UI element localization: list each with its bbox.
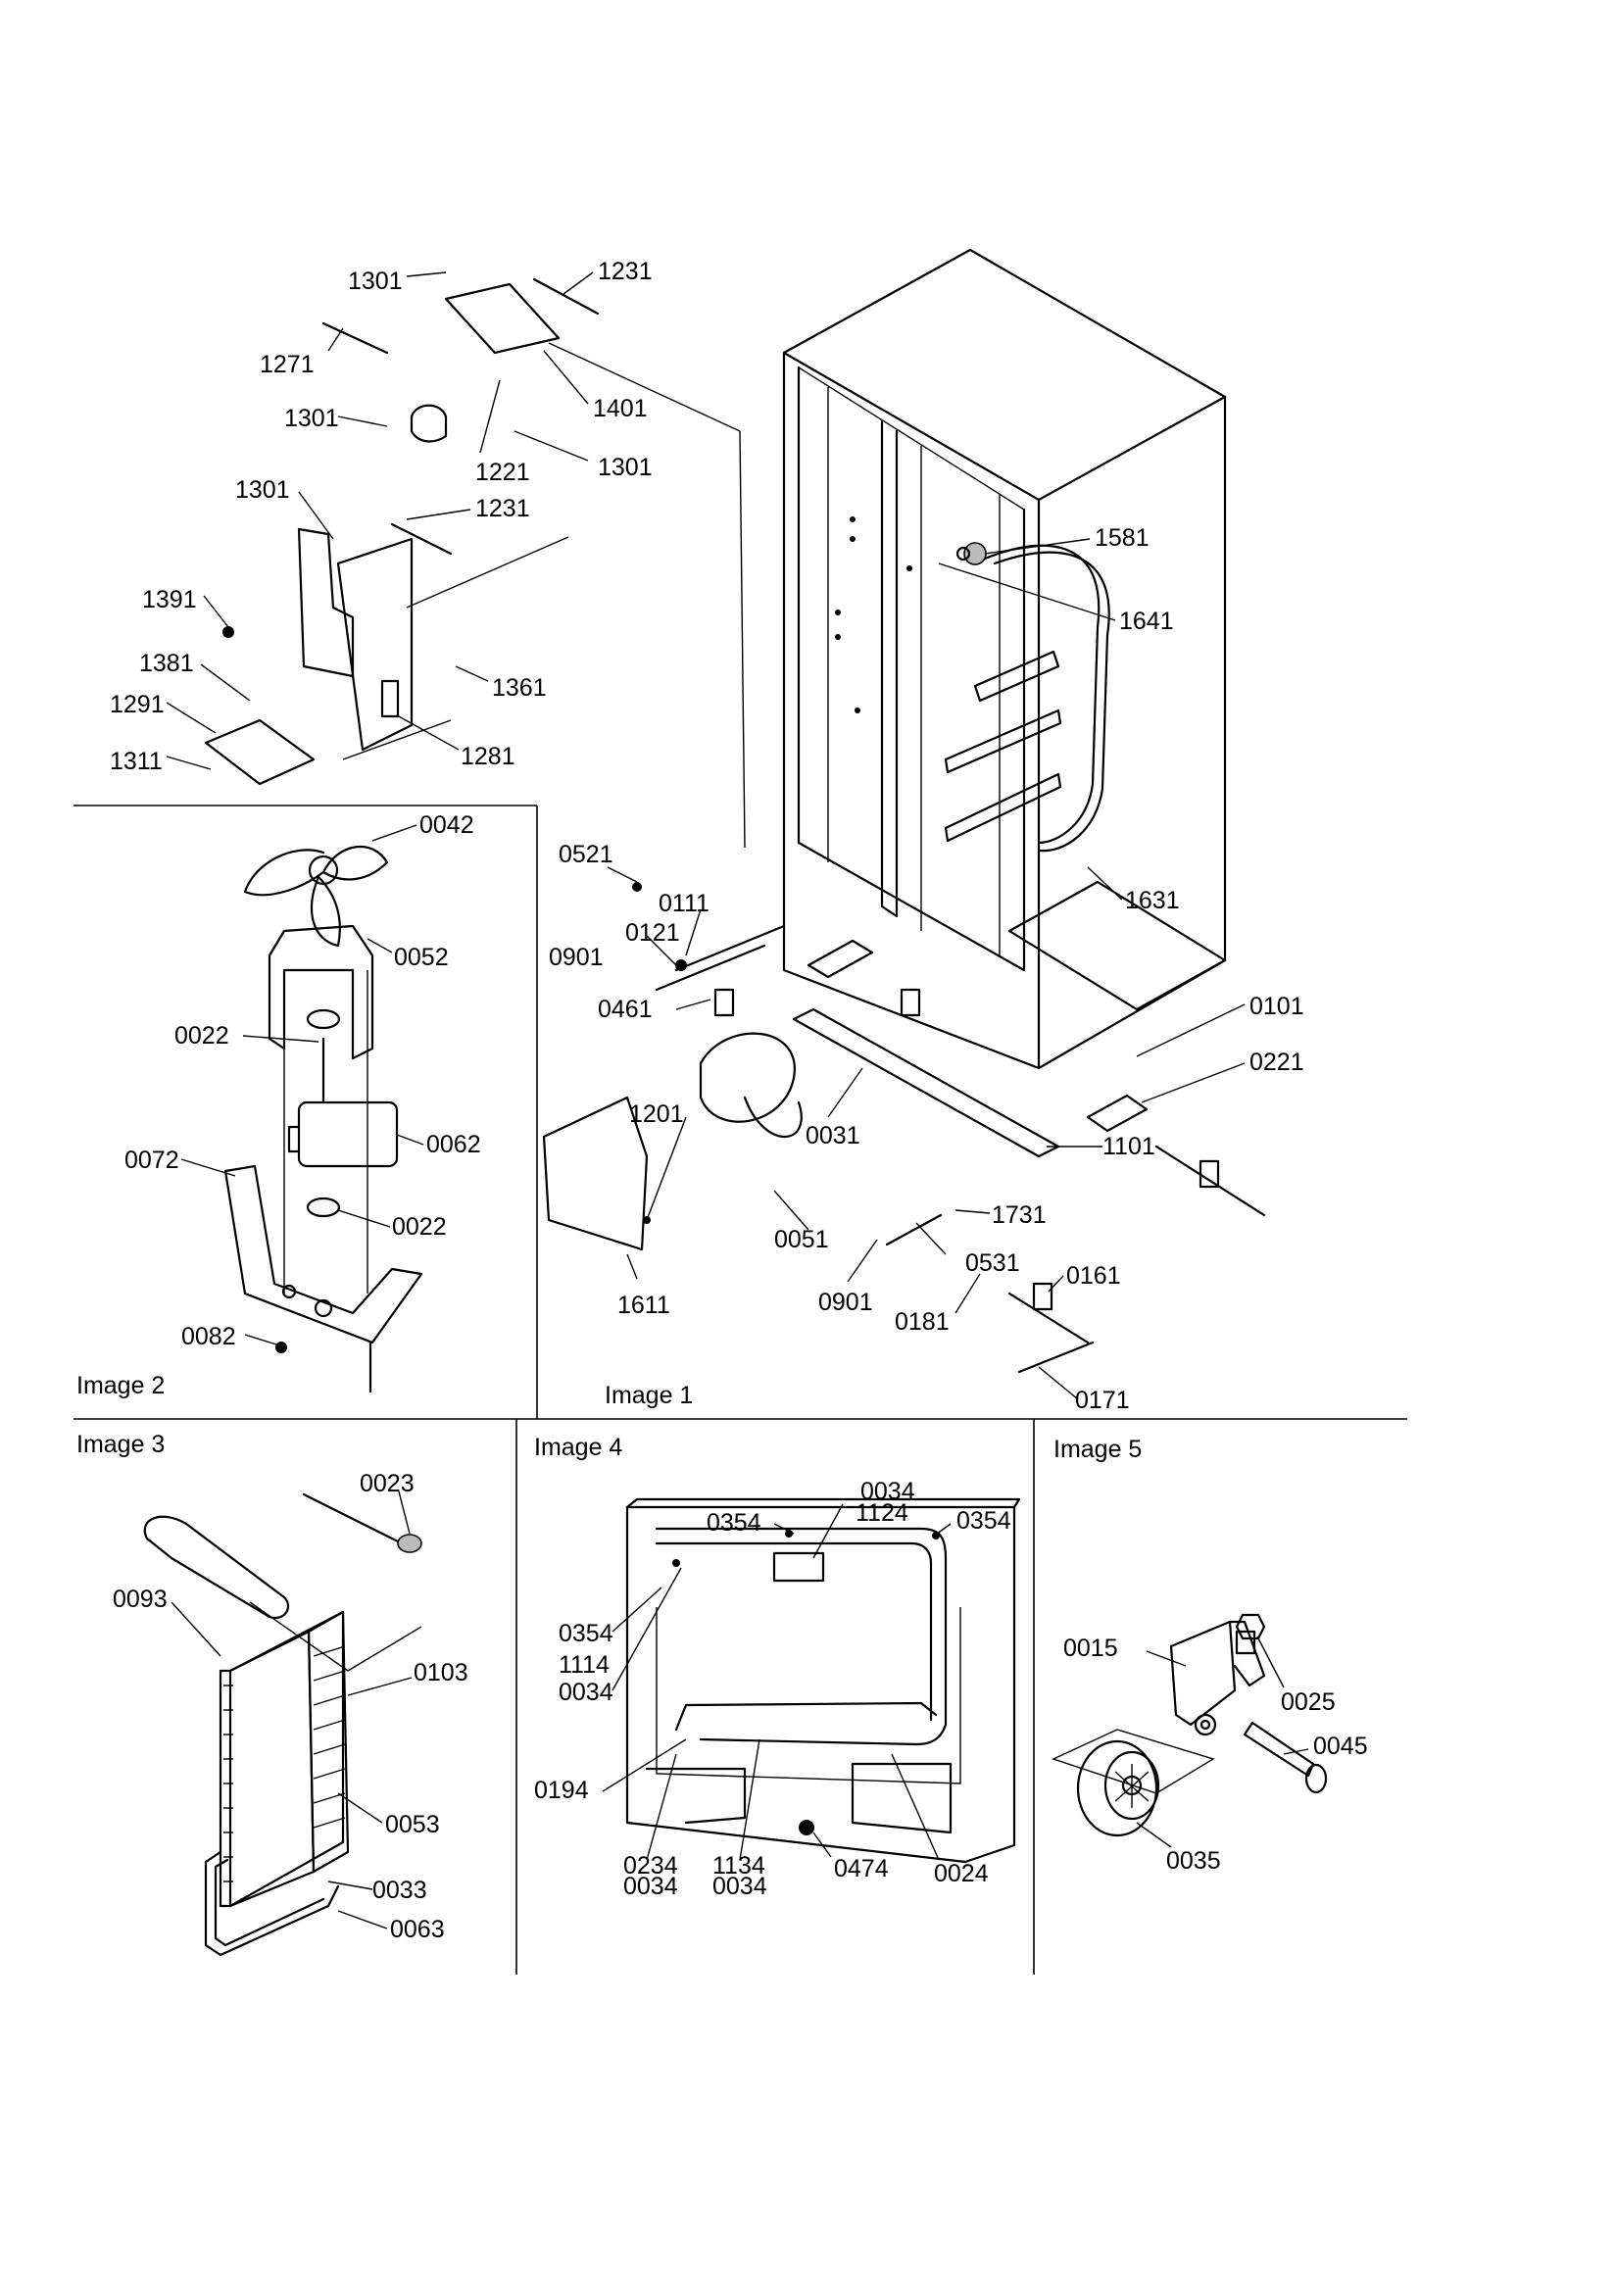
part-callout: 0474 [834, 1855, 889, 1882]
roller-assembly [1052, 1613, 1328, 1837]
leader-lines [166, 271, 1309, 1930]
part-callout: 0034 [860, 1478, 915, 1505]
part-callout: 0461 [598, 996, 653, 1023]
part-callout: 0033 [372, 1877, 427, 1904]
part-callout: 0221 [1249, 1049, 1304, 1076]
part-callout: 1731 [992, 1201, 1047, 1229]
part-callout: 0121 [625, 919, 680, 947]
part-callout: 0034 [559, 1679, 613, 1706]
part-callout: 0024 [934, 1860, 989, 1887]
part-callout: 0023 [360, 1470, 415, 1497]
part-callout: 0103 [414, 1659, 468, 1686]
panel-frames [73, 805, 1407, 1975]
part-callout: 1631 [1125, 887, 1180, 914]
part-callout: 0194 [534, 1777, 589, 1804]
part-callout: 0171 [1075, 1387, 1130, 1414]
fan-motor-assembly [223, 845, 423, 1393]
part-callout: 1301 [284, 405, 339, 432]
part-callout: 0082 [181, 1323, 236, 1350]
part-callout: 0045 [1313, 1733, 1368, 1760]
part-callout: 0052 [394, 944, 449, 971]
part-callout: 0354 [707, 1509, 761, 1537]
part-callout: 1134 [712, 1852, 765, 1880]
part-callout: 1114 [559, 1651, 610, 1679]
diagram-labels: Image 1 Image 2 Image 3 Image 4 Image 5 1301 1… [76, 258, 1368, 1943]
part-callout: 0161 [1066, 1262, 1121, 1290]
part-callout: 1361 [492, 674, 547, 702]
part-callout: 0062 [426, 1131, 481, 1158]
part-callout: 0531 [965, 1249, 1020, 1277]
part-callout: 1301 [598, 454, 653, 481]
part-callout: 0025 [1281, 1688, 1336, 1716]
part-callout: 0093 [113, 1586, 168, 1613]
part-callout: 0354 [956, 1507, 1011, 1535]
part-callout: 1611 [617, 1292, 670, 1319]
part-callout: 0111 [659, 890, 710, 917]
part-callout: 1281 [461, 743, 515, 770]
part-callout: 0042 [419, 811, 474, 839]
part-callout: 0901 [549, 944, 604, 971]
part-callout: 1124 [856, 1499, 908, 1527]
part-callout: 1201 [629, 1100, 684, 1128]
part-callout: 0035 [1166, 1847, 1221, 1875]
part-callout: 0022 [174, 1022, 229, 1050]
part-callout: 1311 [110, 748, 163, 775]
part-callout: 0101 [1249, 993, 1304, 1020]
panel-title: Image 2 [76, 1372, 165, 1399]
part-callout: 1291 [110, 691, 165, 718]
part-callout: 0072 [124, 1147, 179, 1174]
panel-title: Image 5 [1053, 1436, 1142, 1463]
part-callout: 0521 [559, 841, 613, 868]
part-callout: 1271 [260, 351, 315, 378]
part-callout: 0063 [390, 1916, 445, 1943]
panel-title: Image 4 [534, 1434, 622, 1461]
part-callout: 1221 [475, 459, 530, 486]
refrigerator-cabinet [542, 248, 1266, 1374]
part-callout: 0053 [385, 1811, 440, 1838]
part-callout: 0354 [559, 1620, 613, 1647]
part-callout: 0181 [895, 1308, 950, 1336]
part-callout: 0234 [623, 1852, 678, 1880]
part-callout: 1231 [598, 258, 653, 285]
part-callout: 1301 [348, 268, 403, 295]
part-callout: 0034 [712, 1873, 767, 1900]
part-callout: 0901 [818, 1289, 873, 1316]
part-callout: 1381 [139, 650, 194, 677]
heater-panel [625, 1497, 1021, 1864]
part-callout: 1101 [1102, 1133, 1155, 1160]
part-callout: 0034 [623, 1873, 678, 1900]
part-callout: 0015 [1063, 1635, 1118, 1662]
part-callout: 1641 [1119, 608, 1174, 635]
evaporator-fan-assembly [204, 277, 746, 849]
part-callout: 0051 [774, 1226, 829, 1253]
panel-title: Image 1 [605, 1382, 693, 1409]
part-callout: 0031 [806, 1122, 860, 1149]
part-callout: 1401 [593, 395, 648, 422]
part-callout: 1301 [235, 476, 290, 504]
part-callout: 0022 [392, 1213, 447, 1241]
part-callout: 1581 [1095, 524, 1150, 552]
part-callout: 1231 [475, 495, 530, 522]
panel-title: Image 3 [76, 1431, 165, 1458]
part-callout: 1391 [142, 586, 197, 613]
